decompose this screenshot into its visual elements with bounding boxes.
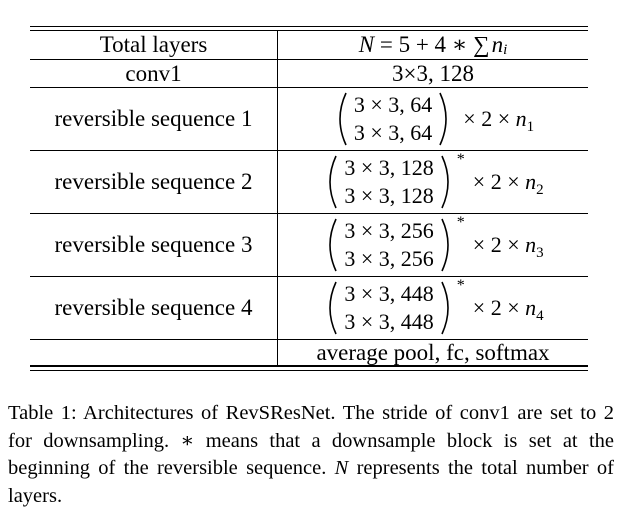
kernel-line-1: 3 × 3, 448 (344, 281, 434, 306)
seq-label: reversible sequence 2 (30, 151, 278, 213)
caption-N: N (334, 457, 349, 479)
seq-block: 3 × 3, 128 3 × 3, 128 * × 2 × n2 (278, 151, 588, 213)
seq-label: reversible sequence 4 (30, 277, 278, 339)
conv1-label: conv1 (30, 60, 278, 87)
right-paren-icon (441, 155, 449, 209)
kernel-line-2: 3 × 3, 128 (344, 183, 434, 208)
caption-star: ∗ (180, 429, 195, 452)
seq-row-4: reversible sequence 4 3 × 3, 448 3 × 3, … (30, 277, 588, 340)
right-paren-icon (441, 281, 449, 335)
repeat-factor: × 2 × n4 (472, 295, 544, 324)
formula-n: n (491, 32, 504, 57)
kernel-line-2: 3 × 3, 448 (344, 309, 434, 334)
conv1-row: conv1 3×3, 128 (30, 60, 588, 88)
seq-block: 3 × 3, 448 3 × 3, 448 * × 2 × n4 (278, 277, 588, 339)
left-paren-icon (329, 281, 338, 335)
repeat-factor: × 2 × n2 (472, 169, 544, 198)
table-bottom-rule (30, 366, 588, 371)
formula-eq: = 5 + 4 ∗ (374, 32, 474, 57)
seq-block: 3 × 3, 256 3 × 3, 256 * × 2 × n3 (278, 214, 588, 276)
left-paren-icon (339, 92, 347, 146)
kernel-line-1: 3 × 3, 256 (344, 218, 434, 243)
seq-row-2: reversible sequence 2 3 × 3, 128 3 × 3, … (30, 151, 588, 214)
seq-label: reversible sequence 1 (30, 88, 278, 150)
seq-label: reversible sequence 3 (30, 214, 278, 276)
final-row-label (30, 340, 278, 365)
repeat-factor: × 2 × n1 (463, 106, 535, 135)
table-caption: Table 1: Architectures of RevSResNet. Th… (8, 402, 614, 507)
formula-sum: ∑ (473, 32, 490, 57)
conv1-value: 3×3, 128 (392, 60, 474, 86)
seq-row-3: reversible sequence 3 3 × 3, 256 3 × 3, … (30, 214, 588, 277)
right-paren-icon (439, 92, 448, 146)
formula-N: N (358, 32, 375, 57)
downsample-star: * (456, 151, 465, 168)
kernel-line-2: 3 × 3, 256 (344, 246, 434, 271)
table-top-rule (30, 26, 588, 31)
right-paren-icon (441, 218, 449, 272)
downsample-star: * (456, 214, 465, 231)
formula-sub-i: i (503, 41, 508, 58)
header-total-layers: Total layers (30, 31, 278, 59)
repeat-factor: × 2 × n3 (472, 232, 544, 261)
final-row-value: average pool, fc, softmax (316, 339, 550, 365)
downsample-star: * (456, 277, 465, 294)
left-paren-icon (329, 155, 338, 209)
left-paren-icon (329, 218, 338, 272)
seq-row-1: reversible sequence 1 3 × 3, 64 3 × 3, 6… (30, 88, 588, 151)
kernel-line-2: 3 × 3, 64 (353, 120, 433, 145)
final-row: average pool, fc, softmax (30, 340, 588, 366)
kernel-line-1: 3 × 3, 128 (344, 155, 434, 180)
seq-block: 3 × 3, 64 3 × 3, 64 × 2 × n1 (278, 88, 588, 150)
kernel-line-1: 3 × 3, 64 (353, 92, 433, 117)
